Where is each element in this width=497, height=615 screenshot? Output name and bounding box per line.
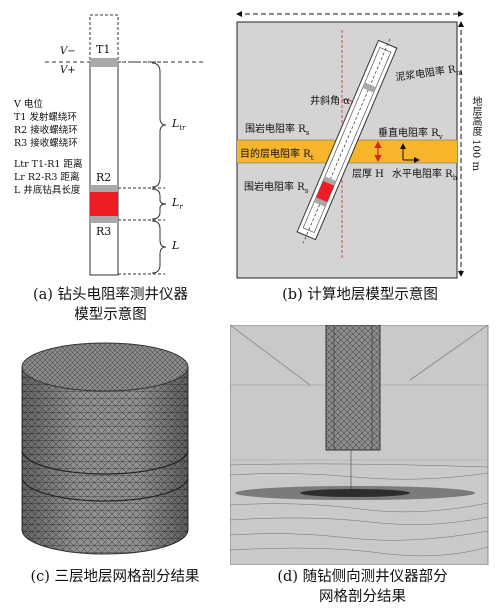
- horizontal-res-label: 水平电阻率 Rh: [392, 169, 458, 182]
- panel-b-diagram: [236, 11, 464, 279]
- caption-a-line2: 模型示意图: [74, 307, 147, 323]
- caption-c: (c) 三层地层网格剖分结果: [30, 569, 200, 585]
- inclined-tool: [296, 38, 398, 244]
- layer-boundary-1: [21, 449, 189, 475]
- v-plus-label: V+: [60, 65, 76, 76]
- tool-top-dashed: [89, 14, 119, 63]
- dip-arc: [341, 98, 354, 104]
- legend-line: Lr R2-R3 距离: [14, 172, 80, 183]
- mesh-tool-column: [325, 325, 381, 451]
- brace-ltr: [151, 62, 167, 188]
- lr-label: Lr: [172, 196, 183, 212]
- r3-label: R3: [96, 225, 112, 238]
- brace-lr: [151, 188, 167, 220]
- panel-a-legend: V 电位 T1 发射螺绕环 R2 接收螺绕环 R3 接收螺绕环 Ltr T1-R…: [14, 98, 83, 197]
- brace-l: [151, 220, 167, 274]
- legend-line: V 电位: [14, 99, 43, 110]
- mesh-top-face: [21, 342, 189, 392]
- r3-band: [90, 216, 118, 223]
- caption-d-line2: 网格剖分结果: [319, 589, 406, 605]
- l-label: L: [172, 239, 180, 252]
- surround-bottom-label: 围岩电阻率 Rs: [244, 182, 309, 195]
- legend-line: T1 发射螺绕环: [14, 112, 77, 123]
- surround-top-label: 围岩电阻率 Rs: [245, 124, 310, 137]
- caption-d-line1: (d) 随钻侧向测井仪器部分: [277, 569, 448, 585]
- r2-label: R2: [96, 171, 112, 184]
- t1-band: [90, 58, 118, 67]
- tool-body: [89, 61, 119, 276]
- t1-label: T1: [96, 43, 111, 56]
- mesh-tool-section: [230, 325, 489, 565]
- caption-b: (b) 计算地层模型示意图: [282, 287, 438, 303]
- formation-height-label: 地层高度 100 m: [470, 96, 481, 171]
- r2-band: [90, 185, 118, 192]
- layer-boundary-2: [21, 476, 189, 502]
- caption-a-line1: (a) 钻头电阻率测井仪器: [32, 287, 189, 303]
- vertical-res-label: 垂直电阻率 Rv: [378, 128, 443, 141]
- panel-a-diagram: [45, 14, 205, 276]
- legend-line: L 井底钻具长度: [14, 185, 81, 196]
- legend-line: Ltr T1-R1 距离: [14, 159, 83, 170]
- mesh-cylinder: [21, 342, 189, 555]
- legend-line: [14, 150, 83, 158]
- thickness-label: 层厚 H: [352, 169, 384, 180]
- legend-line: R3 接收螺绕环: [14, 138, 78, 149]
- v-minus-label: V−: [60, 46, 76, 57]
- red-section: [90, 192, 118, 216]
- target-res-label: 目的层电阻率 Rt: [240, 149, 314, 162]
- ltr-label: Ltr: [172, 117, 186, 133]
- dip-angle-label: 井斜角 α: [310, 96, 350, 107]
- legend-line: R2 接收螺绕环: [14, 125, 78, 136]
